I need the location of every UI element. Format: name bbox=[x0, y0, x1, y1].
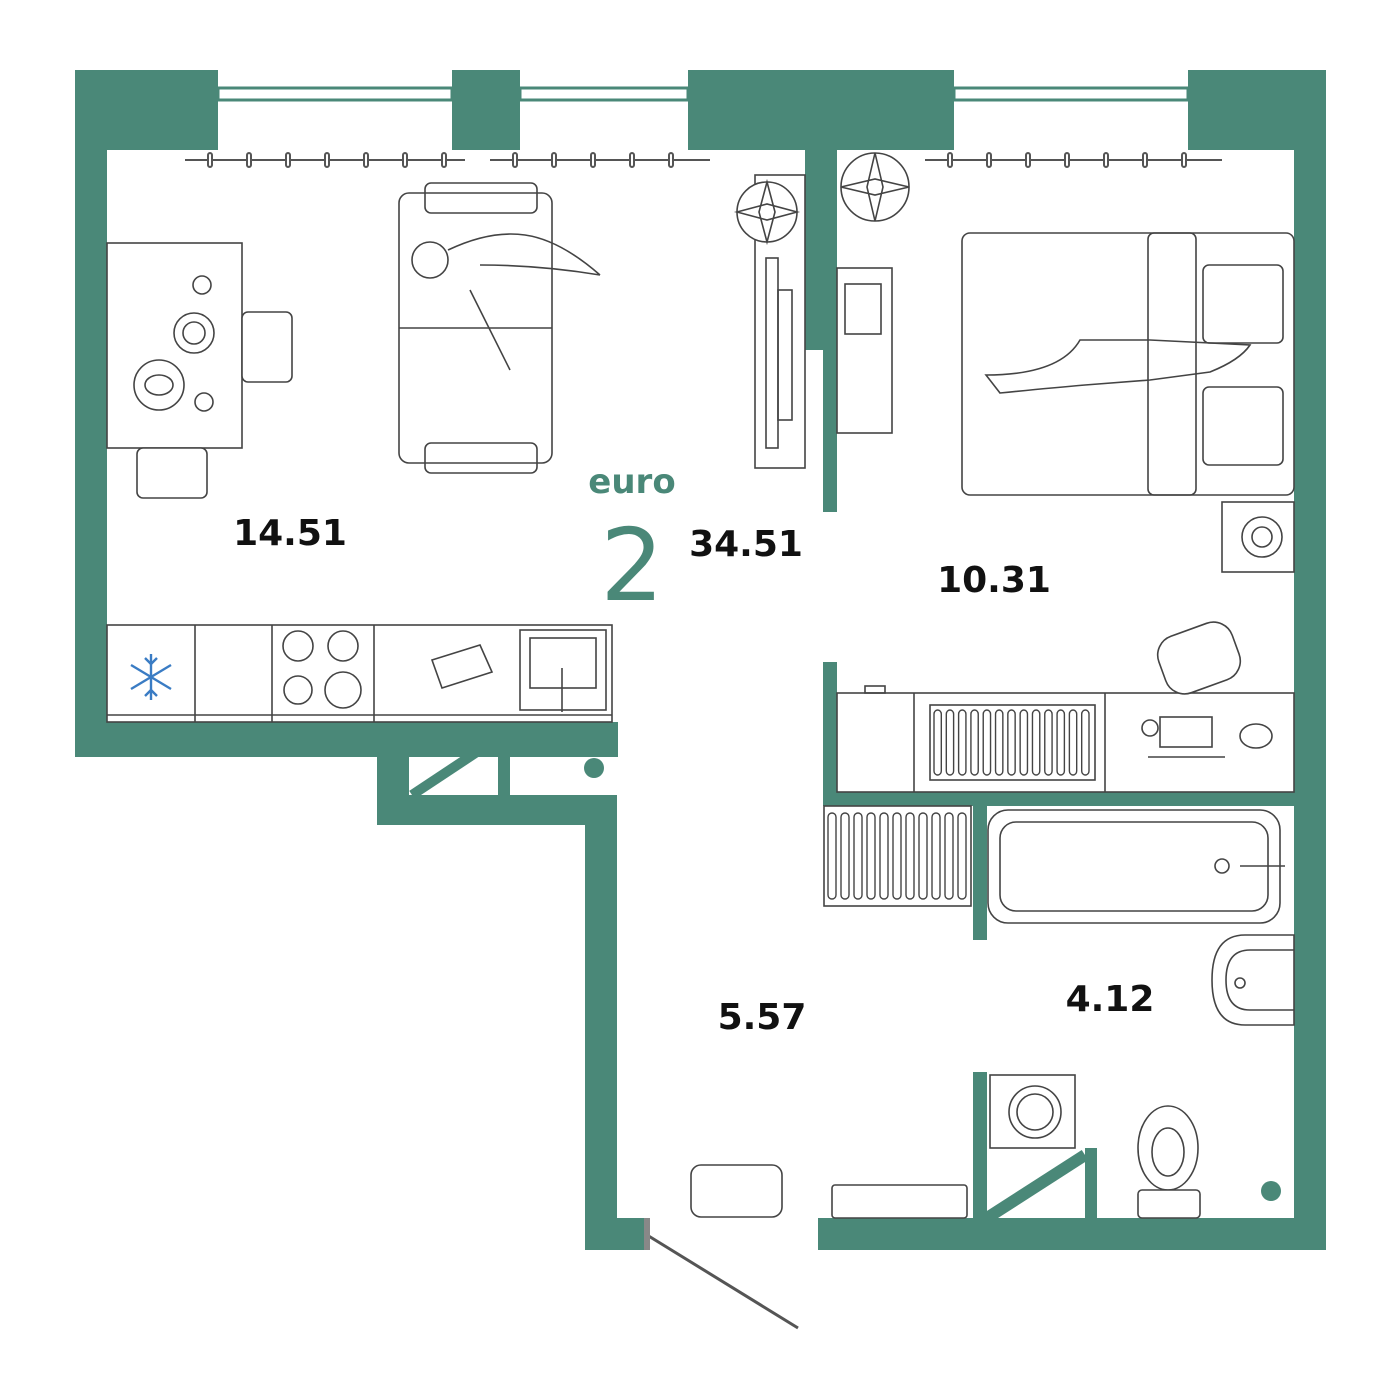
curtain-ring bbox=[947, 152, 953, 168]
radiator-fin bbox=[970, 709, 979, 776]
curtain-ring bbox=[207, 152, 213, 168]
radiator-fin bbox=[1019, 709, 1029, 776]
washing-machine-icon bbox=[1221, 501, 1295, 573]
bathtub-icon bbox=[987, 809, 1285, 924]
washing-machine-icon bbox=[989, 1074, 1076, 1149]
door-mat bbox=[690, 1164, 783, 1218]
radiator-fin bbox=[879, 812, 889, 900]
walls bbox=[75, 70, 1326, 1250]
curtain-ring bbox=[629, 152, 635, 168]
rooms-count: 2 bbox=[600, 507, 664, 624]
radiator-fin bbox=[931, 812, 941, 900]
curtain-ring bbox=[441, 152, 447, 168]
bathroom-sink bbox=[1211, 934, 1295, 1026]
radiator-fin bbox=[982, 709, 992, 776]
radiator-fin bbox=[944, 812, 954, 900]
radiator-fin bbox=[853, 812, 863, 900]
plant-icon bbox=[733, 178, 801, 246]
curtain-ring bbox=[285, 152, 291, 168]
radiator-fin bbox=[840, 812, 850, 900]
curtain-ring bbox=[668, 152, 674, 168]
radiator-fin bbox=[1044, 709, 1053, 776]
cutting-board bbox=[430, 644, 494, 689]
radiator-fin bbox=[1080, 709, 1090, 776]
curtain-ring bbox=[512, 152, 518, 168]
curtains bbox=[185, 152, 1222, 168]
area-bathroom: 4.12 bbox=[1066, 979, 1155, 1020]
chair bbox=[1156, 621, 1242, 695]
windows bbox=[216, 86, 1190, 102]
towel-dryer bbox=[831, 1184, 968, 1219]
curtain-ring bbox=[1025, 152, 1031, 168]
radiator-fin bbox=[994, 709, 1004, 776]
dining-table bbox=[106, 242, 293, 499]
rooms-label: euro bbox=[588, 462, 675, 502]
radiator-fin bbox=[1007, 709, 1016, 776]
total-area: 34.51 bbox=[689, 524, 803, 565]
curtain-ring bbox=[324, 152, 330, 168]
bed-icon bbox=[961, 232, 1295, 496]
toilet-icon bbox=[1137, 1105, 1201, 1219]
radiator-fin bbox=[957, 812, 967, 900]
radiator bbox=[823, 805, 972, 907]
curtain-ring bbox=[551, 152, 557, 168]
area-hallway: 5.57 bbox=[718, 997, 807, 1038]
plant-icon bbox=[840, 152, 910, 222]
radiator-fin bbox=[957, 709, 967, 776]
radiator-fin bbox=[827, 812, 837, 900]
curtain-ring bbox=[590, 152, 596, 168]
radiator-fin bbox=[933, 709, 943, 776]
curtain-ring bbox=[1103, 152, 1109, 168]
radiator-fin bbox=[918, 812, 928, 900]
bookshelf bbox=[836, 267, 893, 434]
radiator-fin bbox=[1056, 709, 1066, 776]
entrance-door[interactable] bbox=[644, 1218, 799, 1330]
shaft-marks bbox=[409, 733, 1281, 1224]
radiator bbox=[929, 704, 1096, 781]
sofa-icon bbox=[398, 182, 601, 474]
snowflake-icon bbox=[130, 654, 172, 700]
curtain-ring bbox=[1181, 152, 1187, 168]
radiator-fin bbox=[1031, 709, 1041, 776]
area-kitchen-living: 14.51 bbox=[233, 513, 347, 554]
sink-icon bbox=[519, 629, 607, 712]
curtain-ring bbox=[1142, 152, 1148, 168]
radiator-fin bbox=[1068, 709, 1078, 776]
radiator-fin bbox=[866, 812, 876, 900]
curtain-ring bbox=[402, 152, 408, 168]
stove-icon bbox=[282, 630, 362, 709]
area-bedroom: 10.31 bbox=[937, 560, 1051, 601]
curtain-ring bbox=[1064, 152, 1070, 168]
curtain-ring bbox=[246, 152, 252, 168]
radiator-fin bbox=[892, 812, 902, 900]
radiator-fin bbox=[905, 812, 915, 900]
radiator-fin bbox=[945, 709, 955, 776]
curtain-ring bbox=[363, 152, 369, 168]
curtain-ring bbox=[986, 152, 992, 168]
